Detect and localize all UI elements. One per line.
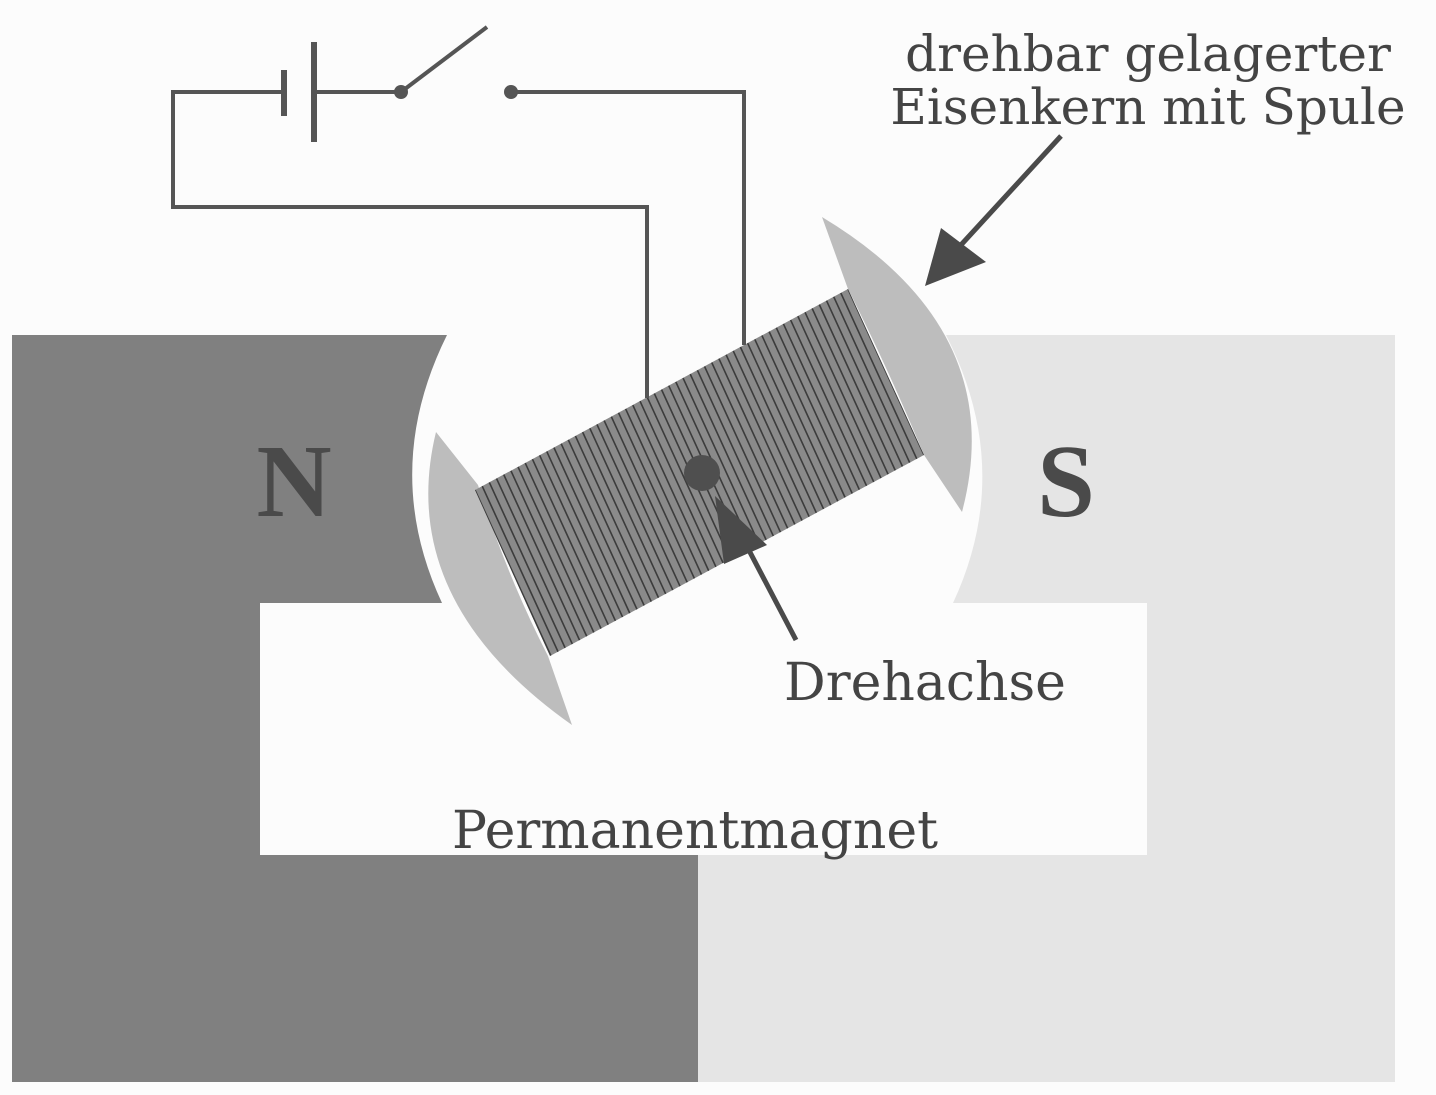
coil-winding — [589, 427, 667, 595]
axis-label: Drehachse — [784, 653, 1066, 713]
coil-winding — [818, 304, 897, 471]
pole-shoe-right — [822, 217, 972, 512]
coil-winding — [832, 296, 911, 464]
permanent-magnet — [12, 335, 1395, 1082]
arrow-axis — [715, 496, 799, 642]
south-pole-half — [698, 335, 1395, 1082]
coil-winding — [560, 443, 638, 610]
coil-winding — [682, 377, 760, 545]
wire-right — [511, 90, 746, 345]
magnet-label: Permanentmagnet — [452, 801, 938, 861]
south-pole-label: S — [1037, 424, 1095, 539]
coil-winding — [811, 307, 889, 475]
coil-windings — [475, 289, 924, 656]
switch-contact-right — [504, 85, 518, 99]
coil-winding — [718, 358, 796, 525]
coil-winding — [502, 474, 581, 641]
coil-winding — [703, 365, 782, 533]
coil-winding — [639, 400, 717, 568]
coil-winding — [840, 292, 918, 460]
coil-winding — [689, 373, 767, 541]
coil-winding — [754, 338, 832, 506]
coil-winding — [545, 450, 624, 618]
north-pole-label: N — [256, 424, 331, 539]
coil-winding — [768, 331, 846, 498]
coil-winding — [632, 404, 710, 572]
coil-winding — [567, 439, 646, 607]
coil-winding — [581, 431, 660, 599]
coil-winding — [710, 362, 789, 529]
switch-lever — [399, 25, 489, 94]
coil-winding — [797, 315, 875, 483]
coil-winding — [789, 319, 868, 487]
core-label-line1: drehbar gelagerter — [905, 25, 1391, 83]
coil-winding — [804, 311, 882, 479]
wire-left — [171, 90, 649, 398]
rotation-axis — [684, 455, 720, 491]
coil-winding — [596, 423, 674, 591]
pole-shoe-left — [428, 432, 572, 725]
coil-winding — [517, 466, 595, 634]
coil-winding — [775, 327, 854, 495]
coil-winding — [510, 470, 588, 638]
coil-winding — [524, 462, 602, 630]
circuit — [171, 25, 746, 398]
coil-winding — [782, 323, 861, 491]
coil-winding — [746, 342, 825, 510]
coil-winding — [646, 396, 724, 564]
switch-contact-left — [394, 85, 408, 99]
coil-winding — [617, 412, 696, 580]
coil-winding — [603, 420, 681, 587]
arrow-core — [925, 134, 1063, 286]
north-pole-half — [12, 335, 698, 1082]
coil-winding — [475, 489, 552, 656]
coil-winding — [574, 435, 653, 603]
coil-winding — [538, 454, 617, 622]
coil-winding — [761, 335, 839, 502]
coil-winding — [725, 354, 803, 522]
coil-winding — [531, 458, 610, 626]
coil-winding — [732, 350, 810, 518]
coil-winding — [696, 369, 775, 537]
coil-winding — [739, 346, 818, 514]
coil-winding — [624, 408, 703, 576]
coil-winding — [553, 447, 631, 614]
coil-winding — [488, 481, 567, 649]
coil-winding — [495, 478, 574, 645]
coil-winding — [610, 416, 689, 583]
coil-winding — [481, 485, 559, 653]
core-label-line2: Eisenkern mit Spule — [890, 78, 1405, 136]
coil-winding — [825, 300, 904, 467]
